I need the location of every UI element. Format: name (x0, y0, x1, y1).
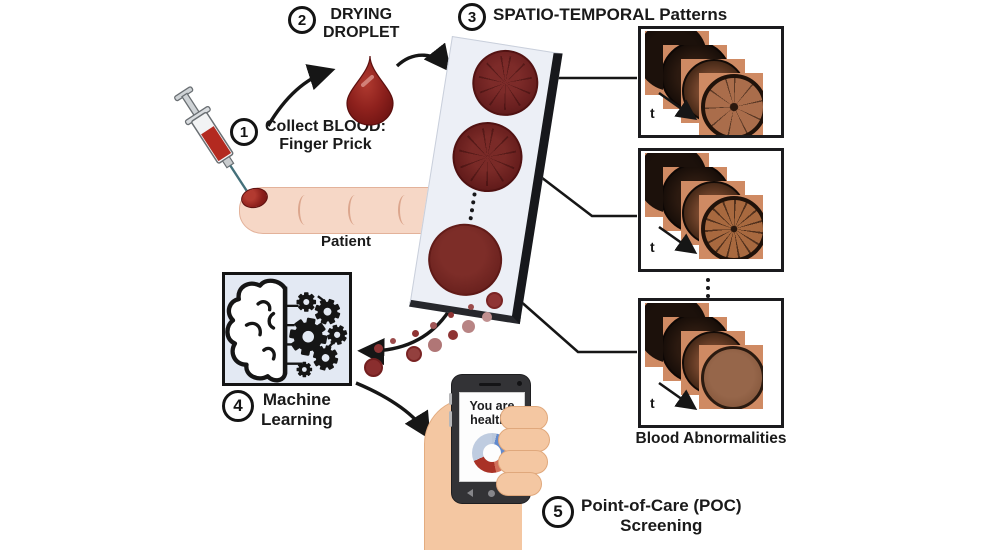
pattern-box-3: t (638, 298, 784, 428)
step1-label: 1 Collect BLOOD: Finger Prick (230, 118, 386, 155)
sample-slide (409, 36, 563, 325)
step1-line2: Finger Prick (279, 136, 372, 154)
machine-learning-icon (222, 272, 352, 386)
time-axis-label: t (650, 395, 655, 411)
step4-label: 4 Machine Learning (222, 390, 333, 429)
step5-number-badge: 5 (542, 496, 574, 528)
step5-line1: Point-of-Care (POC) (581, 496, 742, 515)
hand-finger (496, 472, 542, 496)
hand-finger (500, 406, 548, 430)
blood-droplet-icon (346, 55, 394, 126)
pattern-box-1: t (638, 26, 784, 138)
hand-finger (498, 428, 550, 452)
step2-line1: DRYING (330, 6, 393, 23)
step5-label: 5 Point-of-Care (POC) Screening (542, 496, 742, 535)
patient-label: Patient (320, 233, 371, 250)
step2-number-badge: 2 (288, 6, 316, 34)
blood-abnormalities-label: Blood Abnormalities (635, 430, 787, 447)
pattern-box-2: t (638, 148, 784, 272)
home-icon (487, 489, 495, 497)
arrow-ml-to-phone (355, 381, 431, 440)
time-axis-label: t (650, 105, 655, 121)
step3-title: SPATIO-TEMPORAL Patterns (493, 5, 728, 24)
finger-crease (348, 195, 362, 225)
step3-number-badge: 3 (458, 3, 486, 31)
dried-droplet-1 (467, 45, 544, 121)
time-arrow-icon (658, 91, 698, 120)
phone-side-button (449, 393, 452, 405)
time-frame (699, 345, 763, 409)
hand-wrist (436, 500, 522, 550)
syringe-icon (174, 86, 248, 192)
dried-droplet-2 (447, 116, 528, 198)
time-arrow-icon (658, 381, 698, 410)
arrow-drop-to-slide (395, 42, 452, 73)
step1-number-badge: 1 (230, 118, 258, 146)
time-axis-label: t (650, 239, 655, 255)
finger-crease (298, 195, 312, 225)
step4-line1: Machine (262, 390, 331, 409)
phone-camera-icon (517, 381, 522, 386)
slide-ellipsis-dots (468, 188, 478, 224)
time-arrow-icon (658, 225, 698, 254)
time-frame (699, 73, 763, 135)
phone-side-button (449, 411, 452, 427)
phone-speaker (479, 383, 501, 386)
step2-label: 2 DRYING DROPLET (288, 6, 399, 43)
brain-gears-icon (225, 278, 351, 383)
step3-label: 3 SPATIO-TEMPORAL Patterns (458, 3, 727, 31)
dried-droplet-3 (422, 218, 508, 302)
time-frame (699, 195, 763, 259)
back-icon (466, 489, 473, 497)
step2-line2: DROPLET (323, 24, 400, 42)
finger-icon (239, 187, 457, 234)
step4-number-badge: 4 (222, 390, 254, 422)
hand-finger (498, 450, 548, 474)
step5-line2: Screening (620, 515, 703, 535)
step1-line1: Collect BLOOD: (265, 118, 386, 135)
finger-crease (398, 195, 412, 225)
step4-line2: Learning (261, 409, 333, 429)
